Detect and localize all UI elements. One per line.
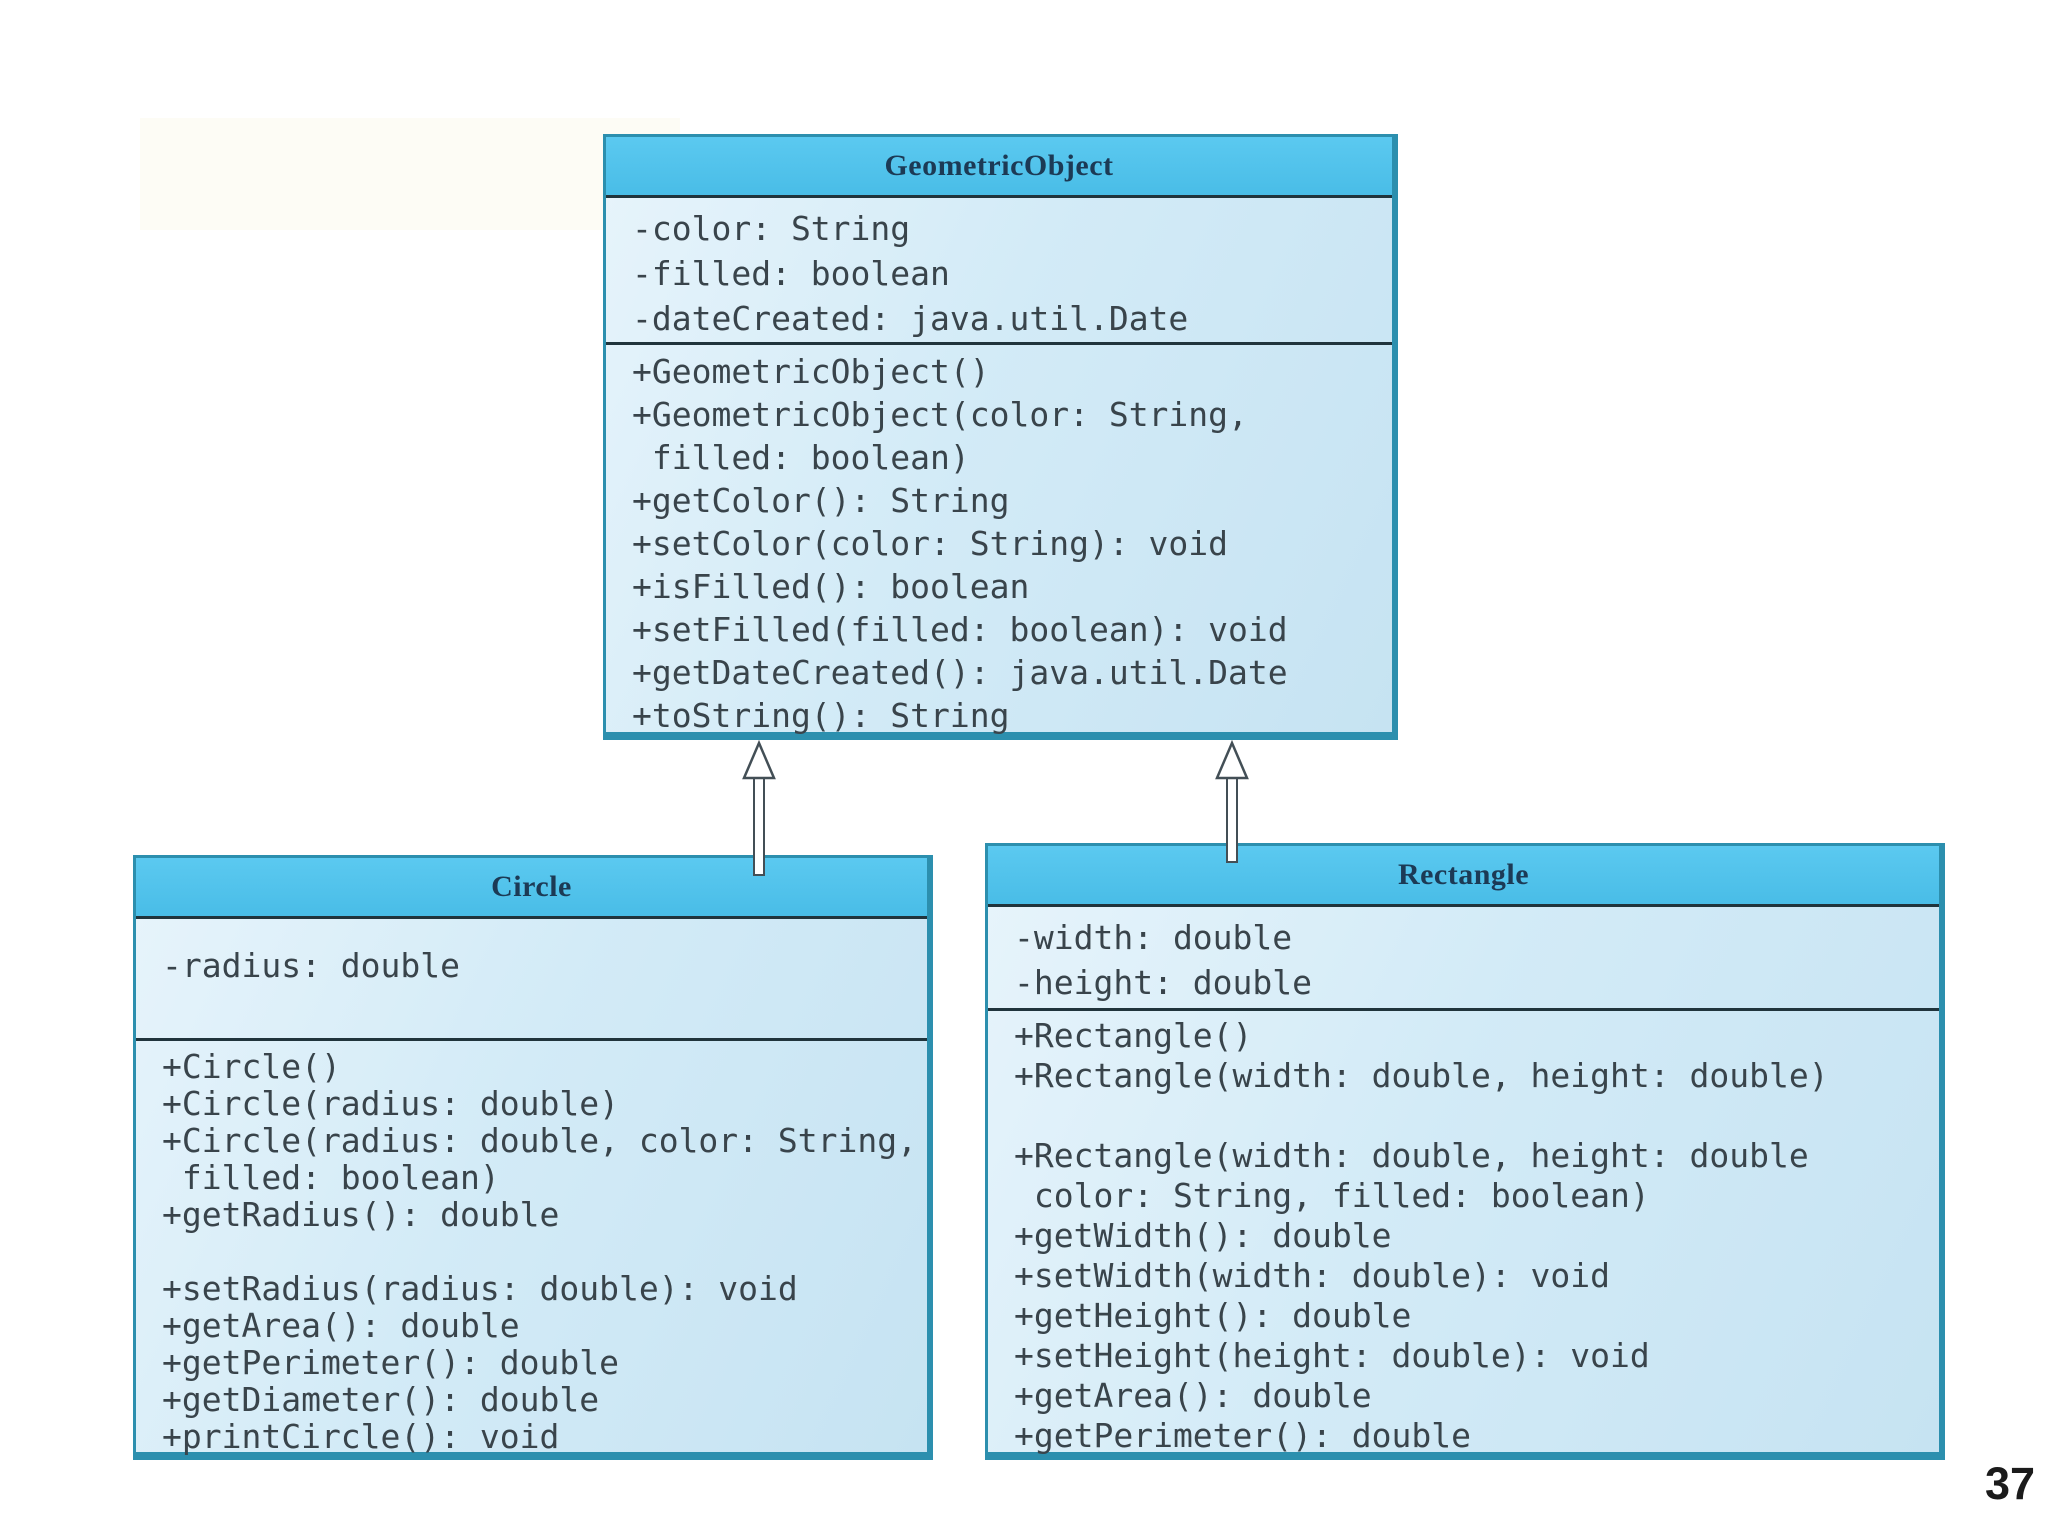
- member-line: +printCircle(): void: [162, 1417, 560, 1456]
- attributes-section: -radius: double: [136, 919, 927, 1041]
- member-line: +getWidth(): double: [1014, 1216, 1392, 1255]
- methods-section: +GeometricObject() +GeometricObject(color…: [606, 345, 1392, 737]
- member-line: filled: boolean): [162, 1158, 500, 1197]
- member-line: +getPerimeter(): double: [1014, 1416, 1471, 1455]
- member-line: +getArea(): double: [162, 1306, 520, 1345]
- member-line: -filled: boolean: [632, 254, 950, 293]
- member-line: +Circle(radius: double): [162, 1084, 619, 1123]
- member-line: [1014, 1096, 1939, 1136]
- member-line: +getDateCreated(): java.util.Date: [632, 653, 1288, 692]
- member-line: +isFilled(): boolean: [632, 567, 1030, 606]
- member-line: -height: double: [1014, 963, 1313, 1002]
- class-box-rectangle: Rectangle -width: double-height: double …: [985, 843, 1945, 1460]
- methods-section: +Circle()+Circle(radius: double)+Circle(…: [136, 1041, 927, 1455]
- member-line: +setWidth(width: double): void: [1014, 1256, 1611, 1295]
- class-header: Rectangle: [988, 846, 1939, 907]
- member-line: +setRadius(radius: double): void: [162, 1269, 798, 1308]
- member-line: +Rectangle(): [1014, 1016, 1253, 1055]
- member-line: +getArea(): double: [1014, 1376, 1372, 1415]
- class-title: Circle: [491, 870, 572, 903]
- member-line: -width: double: [1014, 918, 1293, 957]
- class-title: Rectangle: [1397, 858, 1530, 891]
- attributes-section: -width: double -height: double: [988, 907, 1939, 1011]
- member-line: +getPerimeter(): double: [162, 1343, 619, 1382]
- member-line: [162, 1233, 927, 1270]
- member-line: +Circle(): [162, 1047, 341, 1086]
- member-line: +GeometricObject(): [632, 352, 990, 391]
- member-line: +setFilled(filled: boolean): void: [632, 610, 1288, 649]
- class-title: GeometricObject: [884, 149, 1114, 182]
- member-line: +toString(): String: [632, 696, 1010, 735]
- member-line: -dateCreated: java.util.Date: [632, 299, 1189, 338]
- page-number: 37: [1985, 1458, 2036, 1509]
- member-line: +getDiameter(): double: [162, 1380, 600, 1419]
- member-line: +getRadius(): double: [162, 1195, 560, 1234]
- member-line: +Circle(radius: double, color: String,: [162, 1121, 917, 1160]
- member-line: +getHeight(): double: [1014, 1296, 1412, 1335]
- class-box-circle: Circle -radius: double +Circle()+Circle(…: [133, 855, 933, 1460]
- class-box-geometricobject: GeometricObject -color: String -filled: b…: [603, 134, 1398, 740]
- member-line: -color: String: [632, 209, 911, 248]
- member-line: +Rectangle(width: double, height: double…: [1014, 1056, 1829, 1095]
- member-line: +getColor(): String: [632, 481, 1010, 520]
- class-header: Circle: [136, 858, 927, 919]
- member-line: +setColor(color: String): void: [632, 524, 1229, 563]
- cream-patch: [140, 118, 680, 230]
- member-line: color: String, filled: boolean): [1014, 1176, 1650, 1215]
- member-line: -radius: double: [162, 946, 461, 985]
- member-line: +setHeight(height: double): void: [1014, 1336, 1650, 1375]
- attributes-section: -color: String -filled: boolean -dateCreat…: [606, 198, 1392, 345]
- inheritance-arrow-rectangle-icon: [1215, 740, 1249, 863]
- member-line: filled: boolean): [632, 438, 970, 477]
- member-line: +GeometricObject(color: String,: [632, 395, 1248, 434]
- member-line: +Rectangle(width: double, height: double: [1014, 1136, 1809, 1175]
- class-header: GeometricObject: [606, 137, 1392, 198]
- inheritance-arrow-circle-icon: [742, 740, 776, 876]
- methods-section: +Rectangle()+Rectangle(width: double, he…: [988, 1011, 1939, 1456]
